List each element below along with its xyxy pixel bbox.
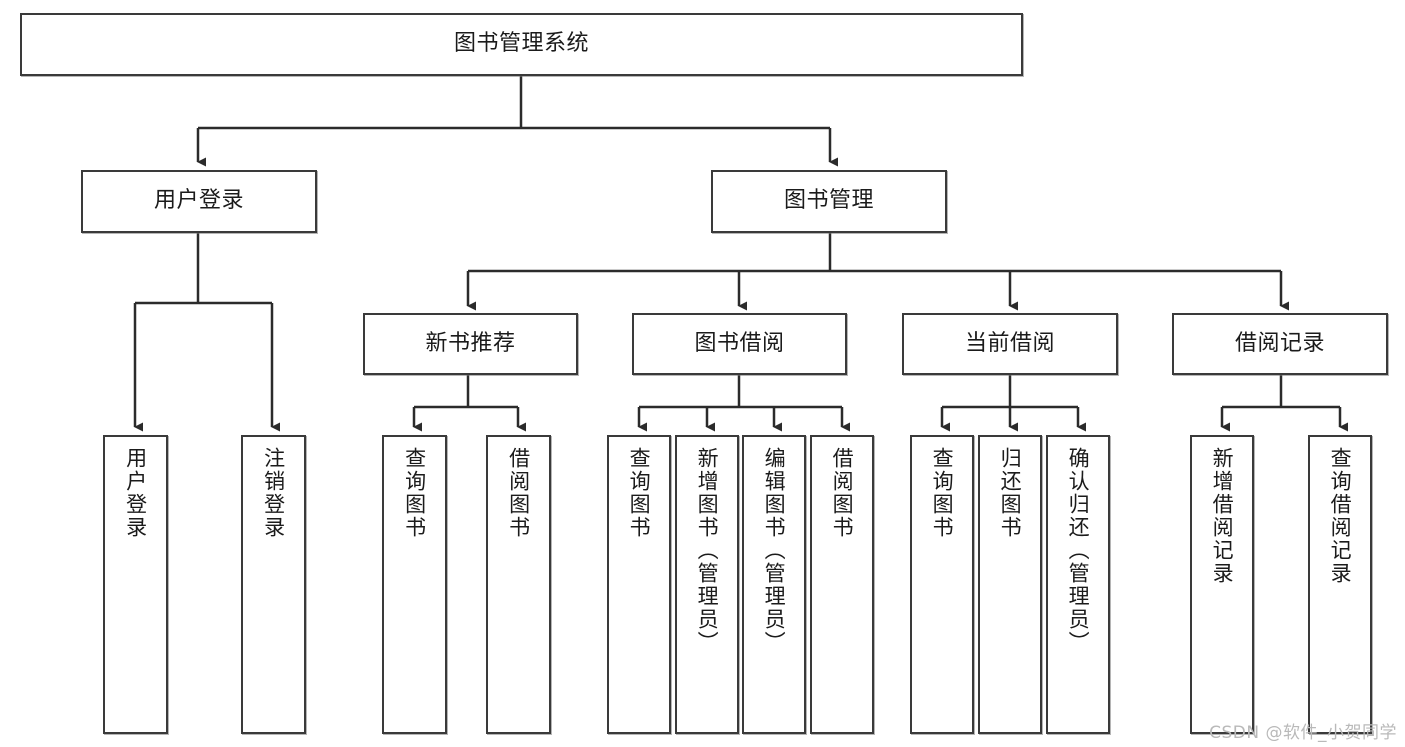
node-label: 编辑图书（管理员）: [762, 447, 787, 654]
node-label: 图书管理: [783, 188, 874, 214]
node-leaf-logout[interactable]: 注销登录: [241, 435, 306, 734]
node-root-book-management-system[interactable]: 图书管理系统: [20, 13, 1023, 76]
node-label: 借阅图书: [830, 447, 855, 539]
node-current-borrowing[interactable]: 当前借阅: [902, 313, 1118, 375]
node-label: 查询借阅记录: [1328, 447, 1353, 585]
node-label: 借阅记录: [1234, 330, 1325, 356]
node-label: 用户登录: [153, 188, 244, 214]
node-leaf-add-borrow-record[interactable]: 新增借阅记录: [1190, 435, 1254, 734]
node-label: 新书推荐: [425, 330, 516, 356]
node-label: 当前借阅: [964, 330, 1055, 356]
node-label: 查询图书: [930, 447, 955, 539]
node-label: 注销登录: [261, 447, 286, 539]
node-label: 图书管理系统: [453, 31, 589, 57]
node-label: 查询图书: [402, 447, 427, 539]
node-leaf-query-borrow-record[interactable]: 查询借阅记录: [1308, 435, 1372, 734]
node-label: 归还图书: [998, 447, 1023, 539]
node-leaf-query-book-2[interactable]: 查询图书: [607, 435, 671, 734]
node-leaf-borrow-book-2[interactable]: 借阅图书: [810, 435, 874, 734]
node-leaf-user-login[interactable]: 用户登录: [103, 435, 168, 734]
node-leaf-return-book[interactable]: 归还图书: [978, 435, 1042, 734]
node-leaf-confirm-return-admin[interactable]: 确认归还（管理员）: [1046, 435, 1110, 734]
node-book-management[interactable]: 图书管理: [711, 170, 947, 233]
node-book-borrowing[interactable]: 图书借阅: [632, 313, 847, 375]
node-label: 新增图书（管理员）: [695, 447, 720, 654]
node-leaf-query-book-3[interactable]: 查询图书: [910, 435, 974, 734]
node-label: 确认归还（管理员）: [1066, 447, 1091, 654]
node-borrowing-record[interactable]: 借阅记录: [1172, 313, 1388, 375]
node-label: 用户登录: [123, 447, 148, 539]
node-user-login[interactable]: 用户登录: [81, 170, 317, 233]
node-new-book-recommendation[interactable]: 新书推荐: [363, 313, 578, 375]
node-leaf-borrow-book-1[interactable]: 借阅图书: [486, 435, 551, 734]
node-leaf-edit-book-admin[interactable]: 编辑图书（管理员）: [742, 435, 806, 734]
node-label: 新增借阅记录: [1210, 447, 1235, 585]
node-label: 查询图书: [627, 447, 652, 539]
csdn-watermark: CSDN @软件_小贺同学: [1209, 723, 1397, 743]
node-leaf-query-book-1[interactable]: 查询图书: [382, 435, 447, 734]
node-label: 图书借阅: [694, 330, 785, 356]
node-leaf-add-book-admin[interactable]: 新增图书（管理员）: [675, 435, 739, 734]
node-label: 借阅图书: [506, 447, 531, 539]
